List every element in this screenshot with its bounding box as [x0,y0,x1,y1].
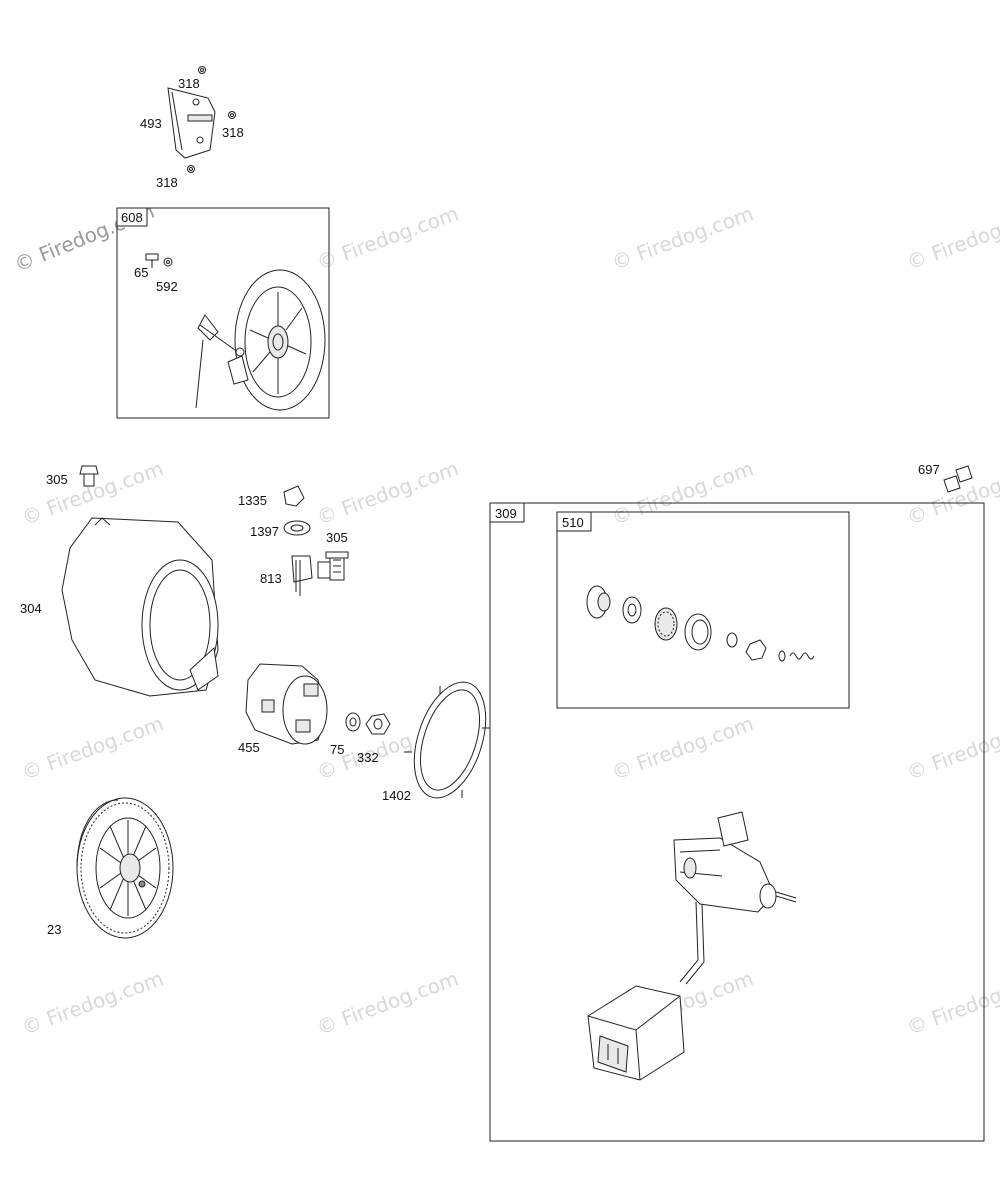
part-label-304[interactable]: 304 [20,601,42,616]
watermark: © Firedog.com [314,966,462,1039]
part-label-1335[interactable]: 1335 [238,493,267,508]
part-305-bolt[interactable] [79,465,99,487]
part-label-318[interactable]: 318 [222,125,244,140]
part-510-drive-kit[interactable] [586,585,815,662]
group-box-510: 510 [556,511,850,709]
group-label-608[interactable]: 608 [121,210,143,225]
watermark: © Firedog.com [314,201,462,274]
part-318-nut[interactable] [198,66,206,74]
part-label-493[interactable]: 493 [140,116,162,131]
watermark: © Firedog.com [19,966,167,1039]
watermark: © Firedog.com [904,966,1000,1039]
watermark: © Firedog.com [609,711,757,784]
group-label-510[interactable]: 510 [562,515,584,530]
part-305-bolt[interactable] [325,551,349,581]
part-label-455[interactable]: 455 [238,740,260,755]
part-label-813[interactable]: 813 [260,571,282,586]
part-23-flywheel[interactable] [76,797,174,939]
group-box-608: 608 [116,207,330,419]
part-455-cup[interactable] [245,663,328,745]
watermark: © Firedog.com [609,201,757,274]
part-318-nut[interactable] [187,165,195,173]
part-592-nut[interactable] [163,257,173,267]
part-309-starter-motor[interactable] [587,811,797,1081]
part-label-23[interactable]: 23 [47,922,61,937]
part-697-bolt[interactable] [943,465,973,493]
part-label-75[interactable]: 75 [330,742,344,757]
part-label-305[interactable]: 305 [326,530,348,545]
part-65-screw[interactable] [145,253,159,268]
watermark: © Firedog.com [904,201,1000,274]
group-box-309: 309 [489,502,985,1142]
watermark: © Firedog.com [609,456,757,529]
part-label-592[interactable]: 592 [156,279,178,294]
watermark: © Firedog.com [19,711,167,784]
part-label-65[interactable]: 65 [134,265,148,280]
part-label-332[interactable]: 332 [357,750,379,765]
part-318-nut[interactable] [228,111,236,119]
part-813-bracket[interactable] [291,555,331,596]
watermark: © Firedog.com [314,456,462,529]
group-label-309[interactable]: 309 [495,506,517,521]
part-label-318[interactable]: 318 [178,76,200,91]
part-label-1397[interactable]: 1397 [250,524,279,539]
part-label-318[interactable]: 318 [156,175,178,190]
part-1397-washer[interactable] [283,520,311,536]
part-332-nut[interactable] [365,713,391,735]
part-493-bracket[interactable] [167,87,216,159]
part-label-1402[interactable]: 1402 [382,788,411,803]
watermark: © Firedog.com [904,711,1000,784]
part-label-697[interactable]: 697 [918,462,940,477]
part-label-305[interactable]: 305 [46,472,68,487]
part-75-washer[interactable] [345,712,361,732]
part-1402-screen[interactable] [401,673,499,807]
part-recoil-starter[interactable] [195,269,326,411]
part-1335-clip[interactable] [283,485,305,507]
part-304-blower-housing[interactable] [61,517,219,697]
